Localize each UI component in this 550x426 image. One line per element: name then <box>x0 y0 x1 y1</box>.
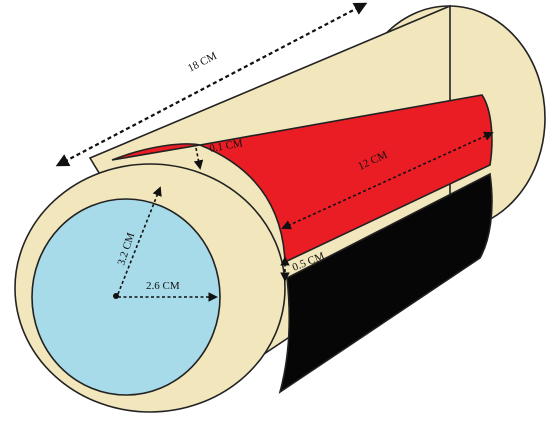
length-total-label: 18 CM <box>186 50 219 75</box>
wall-thickness-arrow <box>193 147 204 170</box>
wall-thickness-label: 0.1 CM <box>208 137 243 155</box>
length-dimension-line <box>55 2 368 167</box>
center-point <box>113 293 119 299</box>
outer-radius-line <box>117 186 162 295</box>
inner-radius-label: 2.6 CM <box>146 280 180 292</box>
